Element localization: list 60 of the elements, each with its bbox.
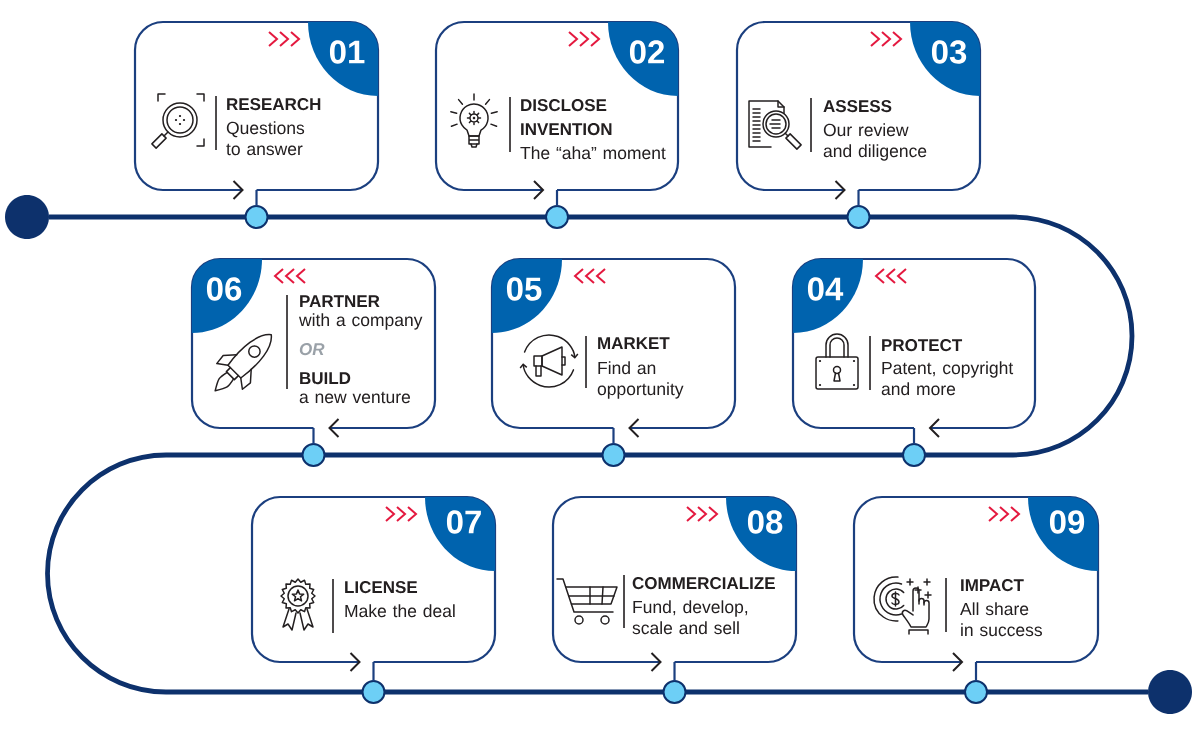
track-line (568, 214, 848, 220)
number-badge: 06 (192, 259, 262, 333)
or-label: OR (299, 343, 325, 356)
step-title: PROTECT (882, 339, 963, 352)
milestone-dot (244, 205, 269, 229)
milestone-dot (301, 443, 326, 467)
step-title: LICENSE (345, 581, 418, 594)
milestone-dot (361, 680, 386, 704)
milestone-dot (964, 680, 988, 704)
step-title: DISCLOSE INVENTION (521, 99, 612, 136)
track-line (869, 214, 1135, 458)
step-description: All share in success (960, 602, 1042, 637)
step-title: BUILD (300, 372, 351, 385)
number-badge: 07 (425, 497, 495, 571)
step-description: The “aha” moment (520, 146, 666, 160)
connector-line (673, 662, 676, 681)
connector-line (612, 428, 615, 444)
track-line (384, 689, 664, 695)
connector-line (372, 662, 375, 681)
step-title: ASSESS (823, 100, 892, 113)
connector-line (555, 190, 559, 206)
milestone-dot (846, 205, 871, 229)
number-badge: 05 (492, 259, 562, 333)
connector-line (912, 428, 916, 444)
step-description: with a company (299, 313, 423, 330)
track-line (624, 452, 903, 458)
number-badge: 03 (910, 22, 980, 96)
step-description: Our review and diligence (823, 123, 927, 161)
number-badge: 09 (1028, 497, 1098, 571)
step-description: Make the deal (345, 604, 455, 618)
number-badge: 02 (608, 22, 678, 96)
step-description: Patent, copyright and more (881, 361, 1014, 396)
connector-line (857, 190, 860, 206)
track-line (267, 214, 546, 220)
number-badge: 08 (726, 497, 796, 571)
endpoint-dot (1148, 670, 1192, 714)
step-description: a new venture (299, 391, 411, 404)
track-line (324, 452, 603, 458)
track-line (49, 214, 246, 220)
connector-line (312, 428, 315, 444)
track-line (685, 689, 965, 695)
number-badge: 04 (793, 259, 863, 333)
step-title: COMMERCIALIZE (632, 577, 775, 590)
step-title: IMPACT (961, 579, 1024, 592)
step-description: Fund, develop, scale and sell (632, 600, 748, 635)
milestone-dot (662, 680, 687, 704)
track-line (45, 452, 363, 695)
connector-line (974, 662, 978, 681)
track-line (987, 689, 1148, 695)
step-description: Find an opportunity (597, 361, 684, 399)
endpoint-dot (5, 195, 49, 239)
step-title: RESEARCH (227, 98, 321, 111)
step-description: Questions to answer (226, 121, 305, 156)
step-title: PARTNER (300, 295, 380, 307)
milestone-dot (902, 443, 926, 467)
step-title: MARKET (598, 337, 670, 349)
number-badge: 01 (308, 22, 378, 96)
connector-line (255, 190, 258, 206)
milestone-dot (545, 205, 569, 229)
milestone-dot (601, 443, 626, 467)
